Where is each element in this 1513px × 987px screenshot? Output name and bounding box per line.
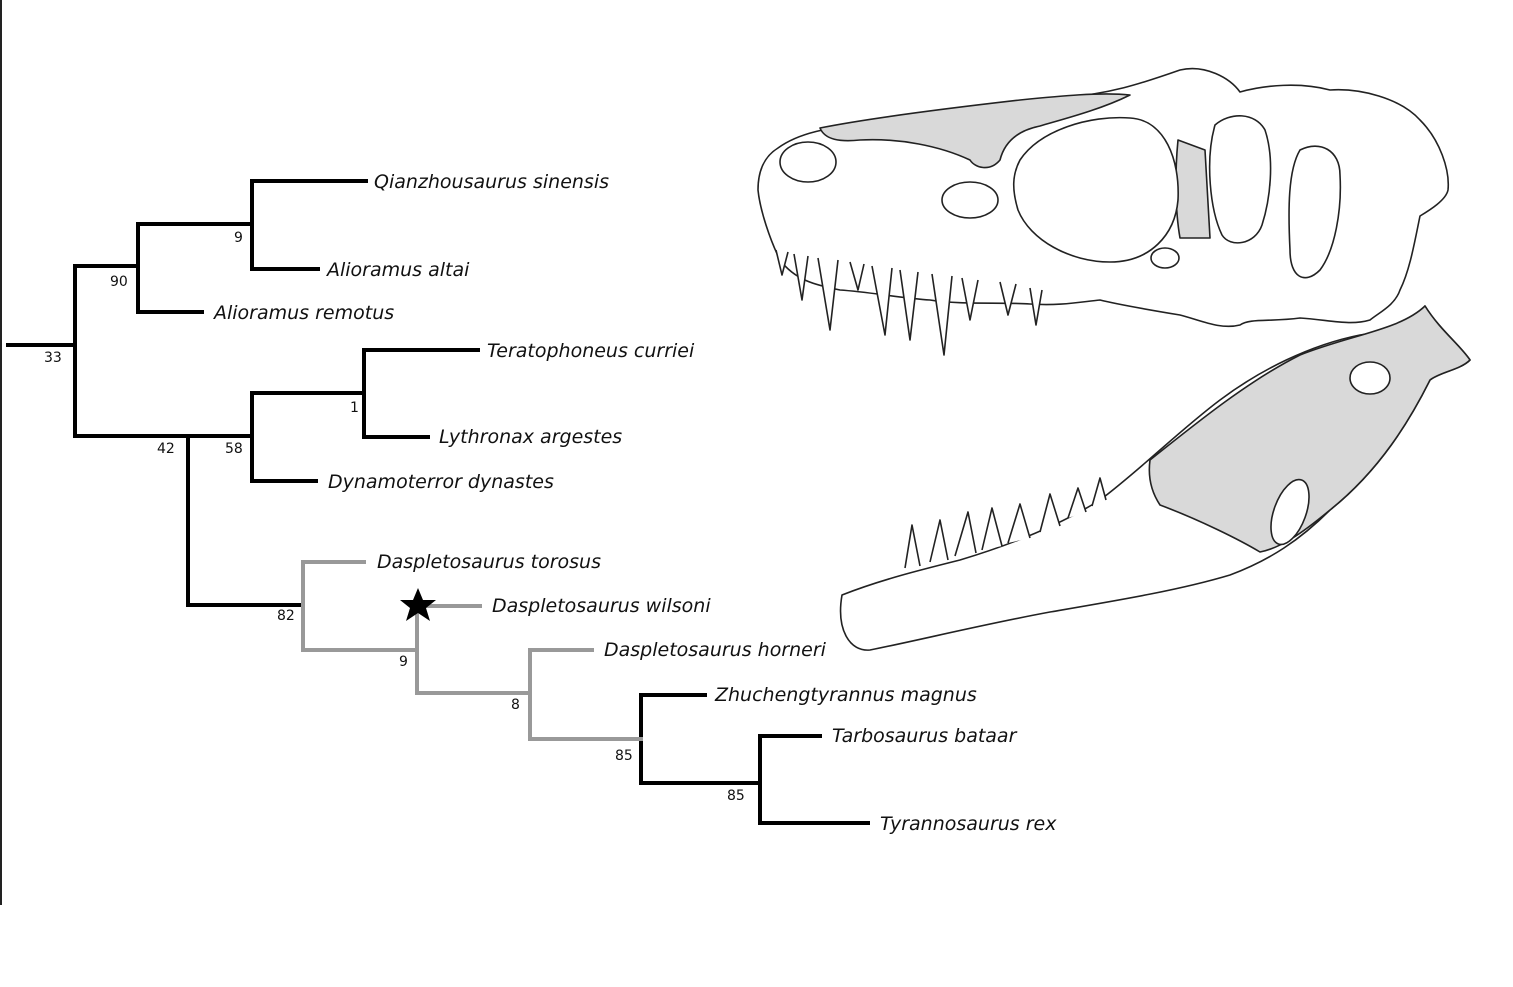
support-value: 33 — [44, 350, 62, 366]
cladogram-branches — [6, 179, 870, 825]
cranium-shade-nasal — [819, 93, 1131, 169]
support-value: 58 — [225, 441, 243, 457]
cranium-shade-lacrimal — [1175, 139, 1211, 239]
taxon-label: Tyrannosaurus rex — [880, 813, 1057, 835]
mandibular-foramen — [1349, 361, 1391, 395]
taxon-label: Alioramus altai — [325, 259, 470, 281]
taxon-label: Qianzhousaurus sinensis — [374, 171, 609, 193]
branch-dasp-inner — [301, 604, 419, 695]
support-value: 8 — [511, 697, 520, 713]
star-icon — [400, 588, 436, 621]
support-values: 33 90 9 42 58 1 82 9 8 85 85 — [44, 230, 745, 804]
taxon-label: Lythronax argestes — [439, 426, 622, 448]
taxon-label: Daspletosaurus torosus — [377, 551, 601, 573]
infratemporal-fenestra — [1288, 145, 1342, 279]
taxon-label: Tarbosaurus bataar — [832, 725, 1018, 747]
support-value: 42 — [157, 441, 175, 457]
orbit — [1208, 115, 1272, 244]
cranium — [757, 67, 1450, 356]
support-value: 82 — [277, 608, 295, 624]
branch-tl-node — [250, 348, 366, 439]
taxon-labels: Qianzhousaurus sinensis Alioramus altai … — [212, 171, 1057, 835]
jugal-foramen — [1150, 247, 1180, 269]
taxon-label: Daspletosaurus horneri — [604, 639, 827, 661]
branch-qa-node — [136, 179, 254, 271]
taxon-label: Teratophoneus curriei — [487, 340, 695, 362]
frame-left-border — [0, 0, 2, 905]
skull-illustration — [757, 67, 1471, 651]
lower-tooth-row — [904, 477, 1107, 569]
mandible — [839, 305, 1471, 651]
antorbital-fenestra — [1012, 116, 1179, 263]
mandibular-fenestra — [1270, 478, 1310, 546]
support-value: 90 — [110, 274, 128, 290]
taxon-label: Alioramus remotus — [212, 302, 394, 324]
support-value: 85 — [615, 748, 633, 764]
branch-node-82-stem — [186, 434, 305, 607]
taxon-label: Zhuchengtyrannus magnus — [714, 684, 977, 706]
support-value: 9 — [399, 654, 408, 670]
support-value: 85 — [727, 788, 745, 804]
support-value: 9 — [234, 230, 243, 246]
taxon-label: Daspletosaurus wilsoni — [492, 595, 711, 617]
support-value: 1 — [350, 400, 359, 416]
taxon-label: Dynamoterror dynastes — [328, 471, 554, 493]
branch-horneri-node-stem — [415, 648, 532, 741]
external-naris — [779, 141, 837, 183]
maxillary-fenestra — [941, 181, 999, 219]
upper-tooth-row — [775, 249, 1043, 356]
mandible-shade-posterior — [1148, 305, 1471, 553]
